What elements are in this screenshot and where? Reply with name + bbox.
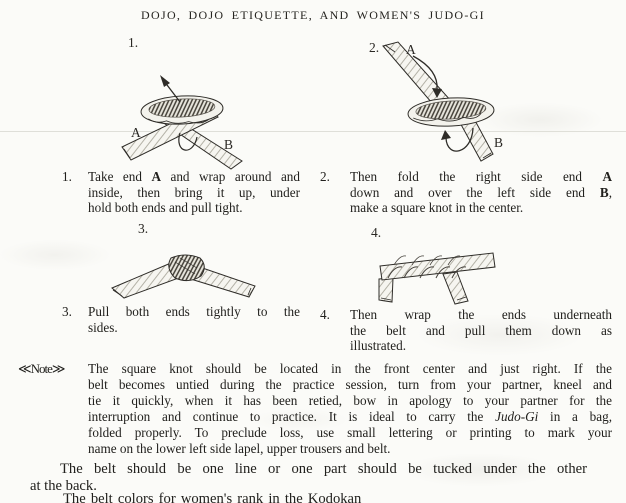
figure2-number: 2. (369, 40, 380, 55)
text-line: belt becomes untied during the practice … (88, 377, 612, 392)
text-line: at the back. (30, 477, 97, 494)
step1-number: 1. (62, 169, 72, 184)
text-line: illustrated. (350, 338, 407, 354)
text-line: inside, then bring it up, under (88, 184, 300, 200)
belt-knot-step2-illustration (382, 41, 495, 162)
belt-knot-step4-illustration (378, 252, 496, 305)
text-line: The square knot should be located in the… (88, 361, 612, 376)
text-line: hold both ends and pull tight. (88, 200, 243, 216)
figure3-number: 3. (138, 221, 149, 236)
note-label: ≪Note≫ (18, 361, 65, 376)
text-line: interruption and continue to practice. I… (88, 409, 612, 424)
text-line: Then wrap the ends underneath (350, 307, 612, 322)
text-line: The belt should be one line or one part … (60, 461, 587, 477)
page-title: DOJO, DOJO ETIQUETTE, AND WOMEN'S JUDO-G… (141, 8, 485, 22)
belt-knot-step3-illustration (111, 254, 256, 299)
step4-number: 4. (320, 307, 330, 322)
text-line: name on the lower left side lapel, upper… (88, 441, 391, 456)
figure2-end-a-label: A (406, 42, 416, 57)
figure1-end-a-label: A (131, 125, 141, 140)
figure2-end-b-label: B (494, 135, 504, 150)
figure1-number: 1. (128, 35, 139, 50)
text-line: down and over the left side end B, (350, 184, 612, 200)
text-line: Take end A and wrap around and (88, 169, 300, 184)
text-line: Then fold the right side end A (350, 169, 612, 184)
text-line: the belt and pull them down as (350, 322, 612, 338)
text-line: make a square knot in the center. (350, 200, 524, 216)
scan-streak-line (0, 131, 626, 132)
figure4-number: 4. (371, 225, 382, 240)
text-line: tie it quickly, when it has been retied,… (88, 393, 612, 408)
text-line: sides. (88, 319, 118, 335)
note-block: ≪Note≫ The square knot should be located… (18, 361, 612, 457)
text-line: Pull both ends tightly to the (88, 304, 300, 319)
belt-paragraph-text: The belt should be one line or one part … (30, 461, 587, 494)
belt-knot-step1-illustration (121, 75, 243, 170)
figure1-end-b-label: B (224, 137, 234, 152)
step2-number: 2. (320, 169, 330, 184)
step3-number: 3. (62, 304, 72, 319)
note-text: The square knot should be located in the… (88, 361, 612, 457)
belt-paragraph: The belt should be one line or one part … (30, 461, 587, 494)
clipped-bottom-line: The belt colors for women's rank in the … (63, 491, 362, 503)
text-line: folded properly. To preclude loss, use s… (88, 425, 612, 440)
